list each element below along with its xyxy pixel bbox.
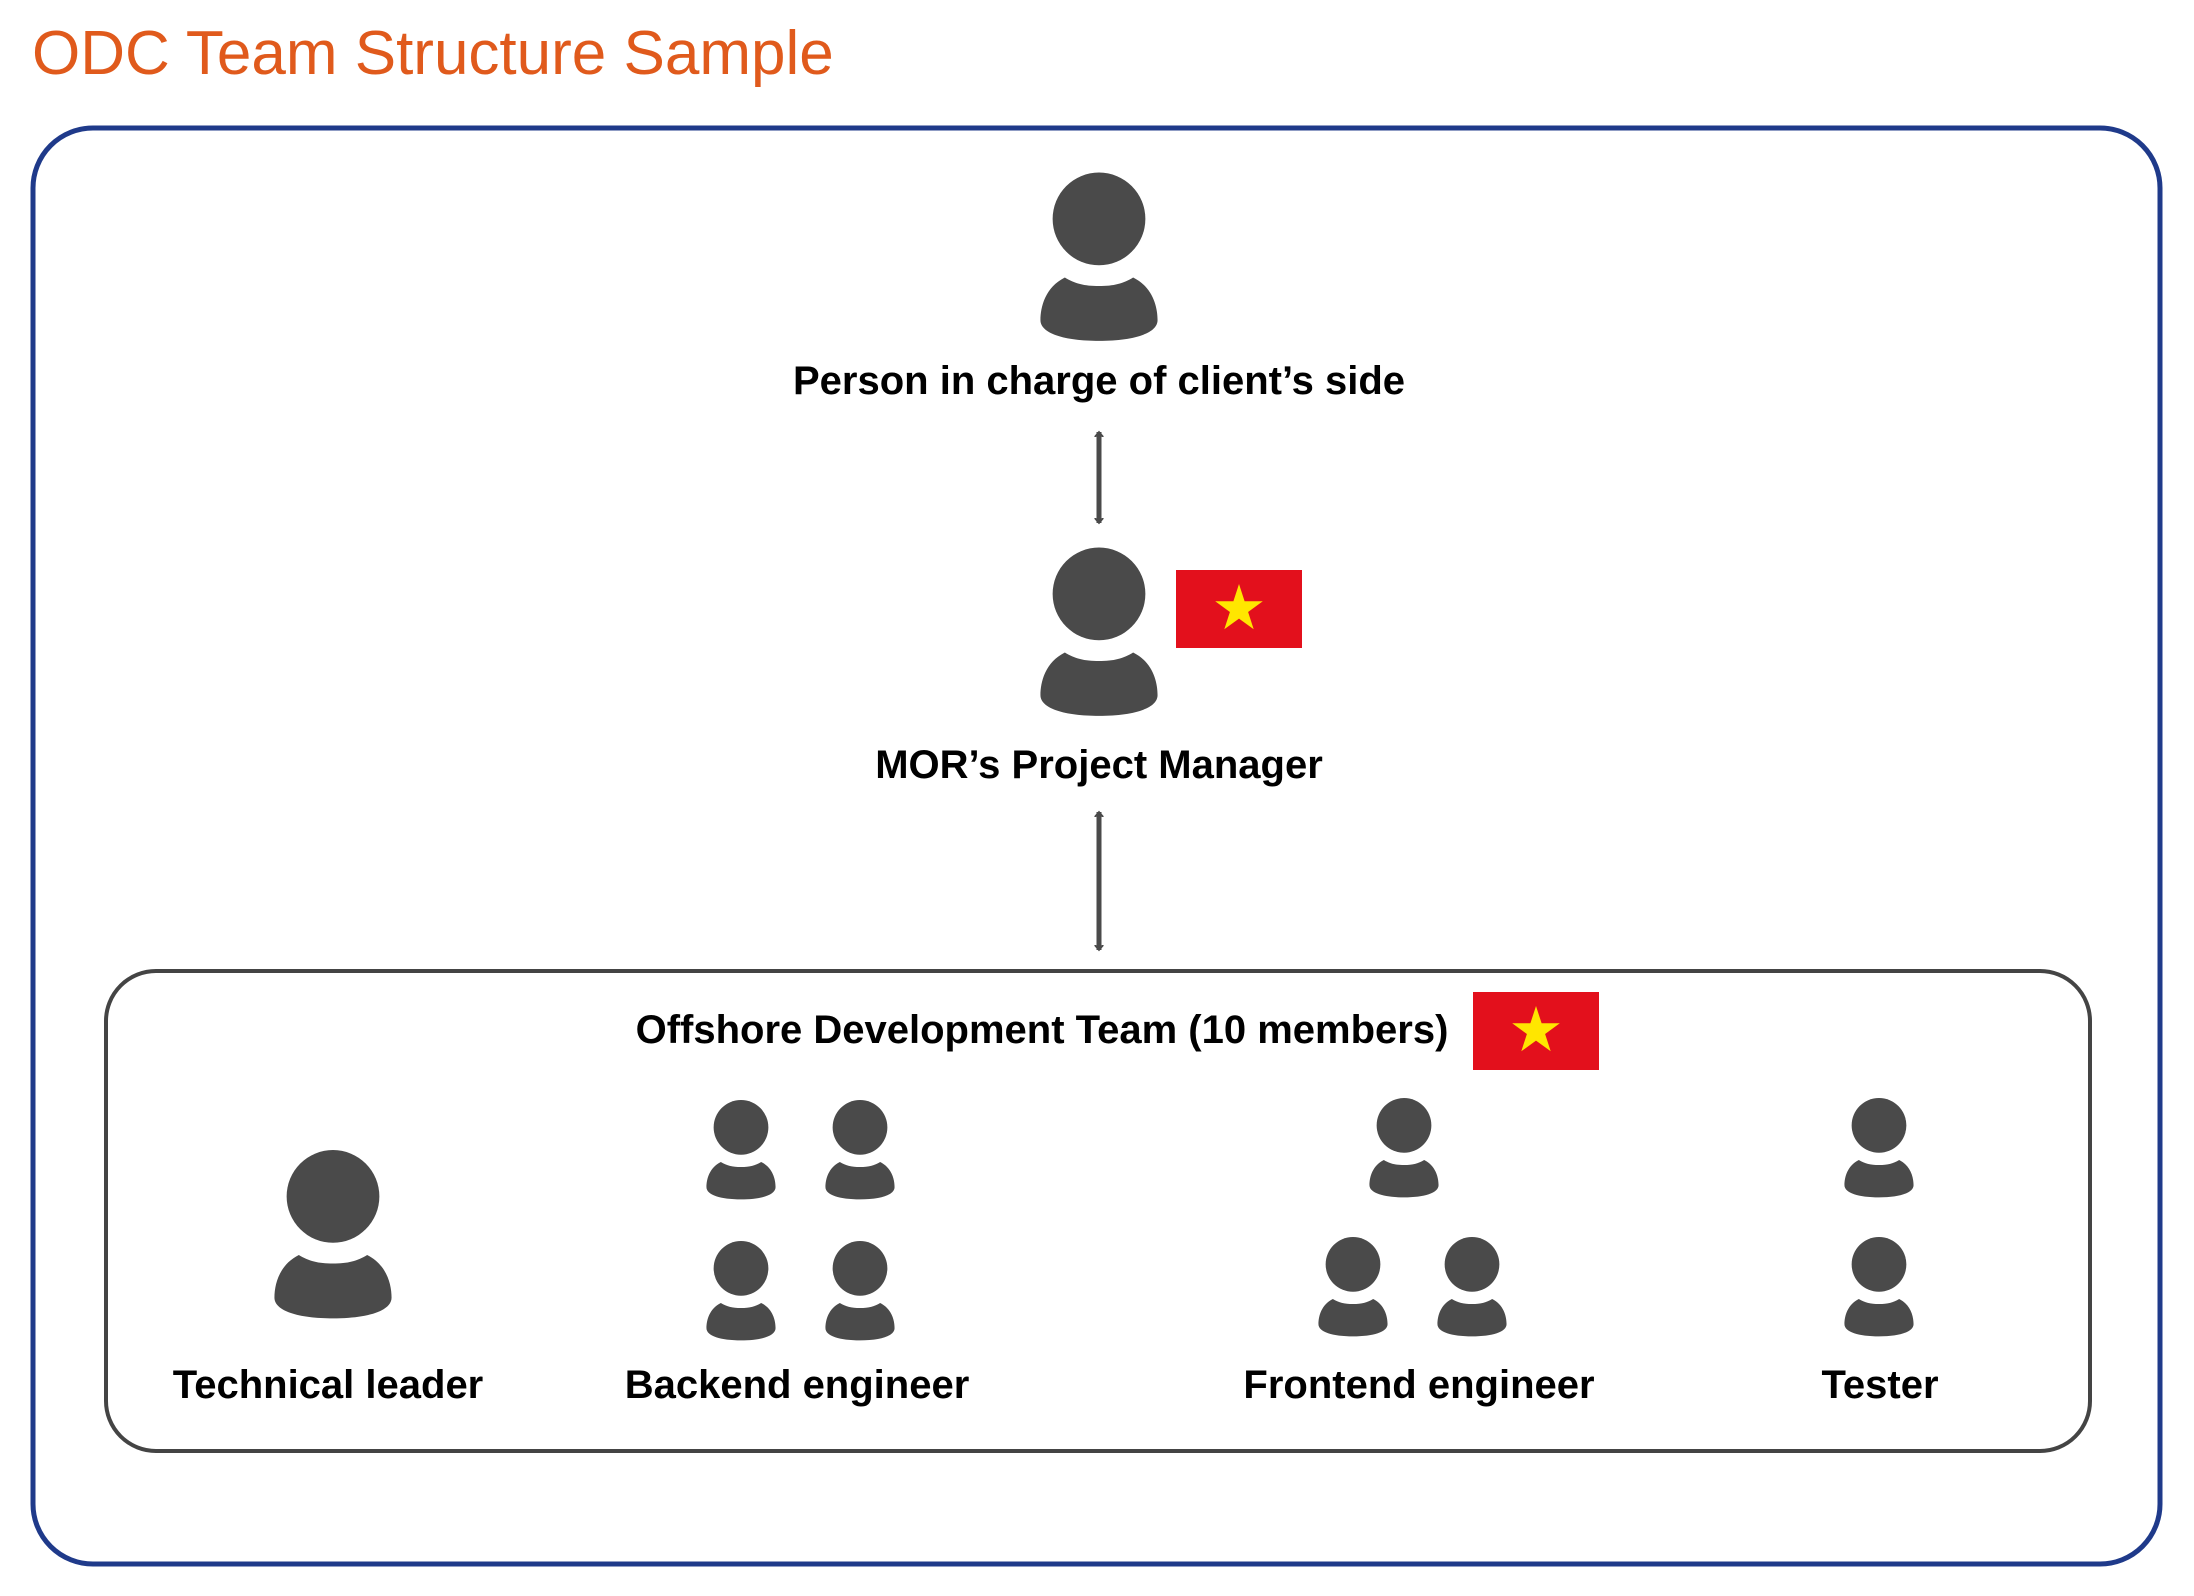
backend-person-icon: [825, 1100, 895, 1200]
tester-person-icon: [1844, 1237, 1914, 1337]
team-frame: [104, 969, 2092, 1453]
role-label-technical-leader: Technical leader: [172, 1363, 484, 1407]
outer-frame: [30, 125, 2163, 1567]
role-label-frontend-engineer: Frontend engineer: [1243, 1363, 1595, 1407]
vietnam-flag-icon: [1473, 992, 1599, 1070]
frontend-person-icon: [1318, 1237, 1388, 1337]
backend-person-icon: [706, 1241, 776, 1341]
tester-person-icon: [1844, 1098, 1914, 1198]
frontend-person-icon: [1437, 1237, 1507, 1337]
team-label: Offshore Development Team (10 members): [635, 1008, 1449, 1052]
vietnam-flag-icon: [1176, 570, 1302, 648]
page-title: ODC Team Structure Sample: [32, 19, 834, 88]
backend-person-icon: [706, 1100, 776, 1200]
role-label-backend-engineer: Backend engineer: [624, 1363, 970, 1407]
client-label: Person in charge of client’s side: [792, 359, 1406, 403]
frontend-person-icon: [1369, 1098, 1439, 1198]
manager-person-icon: [1040, 547, 1158, 716]
backend-person-icon: [825, 1241, 895, 1341]
role-label-tester: Tester: [1821, 1363, 1939, 1407]
manager-label: MOR’s Project Manager: [875, 743, 1323, 787]
client-person-icon: [1040, 172, 1158, 341]
technical-leader-person-icon: [274, 1150, 392, 1319]
